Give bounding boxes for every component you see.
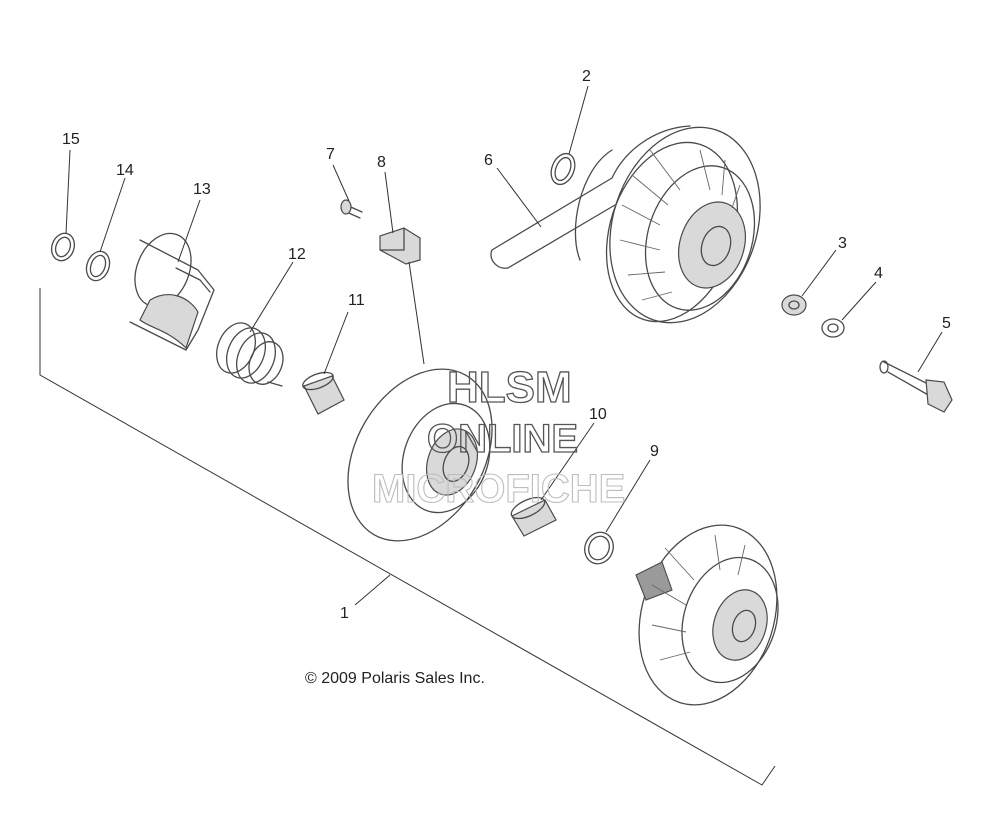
watermark-line2: ONLINE: [427, 417, 578, 461]
callout-6: 6: [484, 152, 493, 169]
washer-3: [781, 294, 807, 316]
leader-lines: [65, 85, 943, 606]
upper-clutch: [605, 126, 761, 324]
callout-9: 9: [650, 443, 659, 460]
assembly-bracket: [39, 288, 776, 786]
washer-14: [85, 250, 111, 282]
watermark-line3: MICROFICHE: [372, 467, 625, 511]
callout-5: 5: [942, 315, 951, 332]
callout-11: 11: [348, 292, 365, 309]
callout-labels: 15 14 13 12 11 7 8 6 2 3 4 5 10 9 1: [62, 68, 951, 622]
callout-12: 12: [288, 246, 306, 263]
lower-clutch: [635, 524, 779, 706]
helix-13: [129, 232, 215, 351]
copyright-text: © 2009 Polaris Sales Inc.: [305, 670, 485, 687]
ring-9: [584, 531, 614, 565]
callout-4: 4: [874, 265, 883, 282]
callout-13: 13: [193, 181, 211, 198]
callout-10: 10: [589, 406, 607, 423]
slider-8: [379, 227, 421, 265]
callout-3: 3: [838, 235, 847, 252]
callout-2: 2: [582, 68, 591, 85]
screw-7: [340, 199, 363, 219]
moveable-sheave: [347, 368, 493, 542]
callout-14: 14: [116, 162, 134, 179]
bushing-10: [510, 496, 557, 537]
watermark: HLSM ONLINE MICROFICHE: [371, 362, 625, 511]
callout-1: 1: [340, 605, 349, 622]
callout-15: 15: [62, 131, 80, 148]
callout-7: 7: [326, 146, 335, 163]
watermark-line1: HLSM: [447, 363, 572, 412]
ring-2: [550, 152, 576, 186]
drive-belt: [490, 125, 691, 269]
spring-12: [216, 322, 284, 387]
bolt-5: [879, 360, 953, 413]
callout-8: 8: [377, 154, 386, 171]
snap-ring-15: [50, 232, 76, 262]
bushing-11: [302, 371, 345, 415]
washer-4: [821, 318, 845, 338]
